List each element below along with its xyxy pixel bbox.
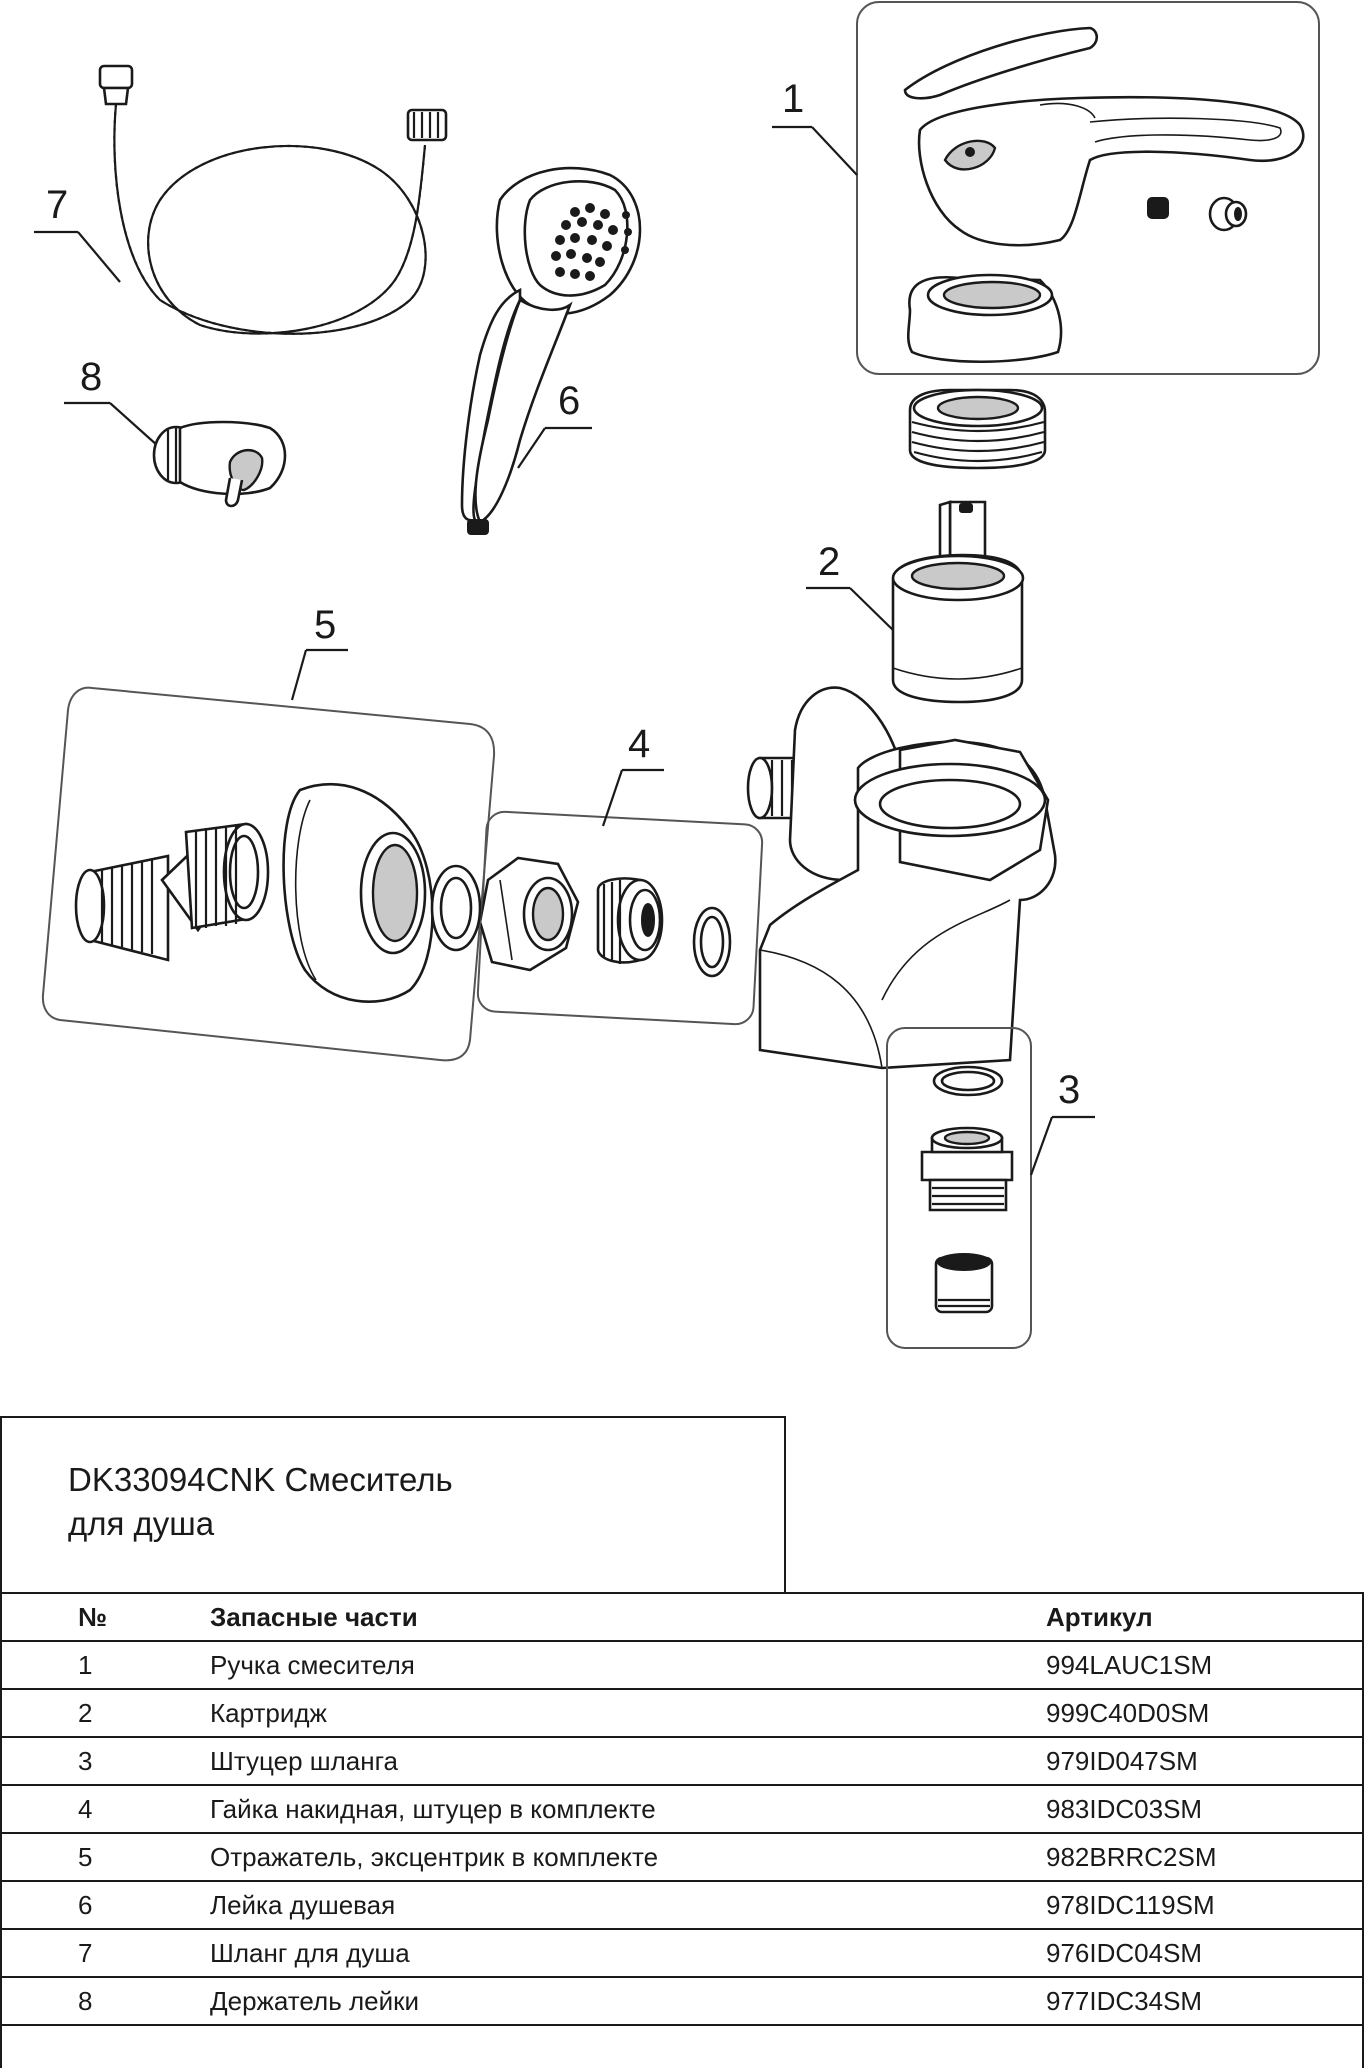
callout-7: 7 <box>46 183 68 227</box>
page-title: DK33094CNK Смеситель для душа <box>68 1461 453 1542</box>
table-row: 8 Держатель лейки 977IDC34SM <box>0 1976 1362 2026</box>
eccentric <box>74 822 270 962</box>
cap-plug <box>1208 196 1248 232</box>
part-7-shower-hose: 7 <box>34 64 448 335</box>
row-number: 4 <box>0 1784 210 1834</box>
row-number: 2 <box>0 1688 210 1738</box>
part-5-deflector-eccentric-group: 5 <box>41 603 496 1062</box>
row-article: 982BRRC2SM <box>1046 1832 1362 1882</box>
row-number: 5 <box>0 1832 210 1882</box>
flow-restrictor <box>934 1253 994 1314</box>
hose-end-conical <box>98 64 134 90</box>
row-part-name: Лейка душевая <box>210 1880 1046 1930</box>
row-part-name: Отражатель, эксцентрик в комплекте <box>210 1832 1046 1882</box>
table-row: 6 Лейка душевая 978IDC119SM <box>0 1880 1362 1930</box>
row-number: 1 <box>0 1640 210 1690</box>
shower-hose-fitting <box>467 519 489 535</box>
row-article: 999C40D0SM <box>1046 1688 1362 1738</box>
title-box: DK33094CNK Смеситель для душа <box>0 1416 786 1592</box>
callout-1: 1 <box>782 77 804 121</box>
group-box-5 <box>41 686 496 1062</box>
mixer-body <box>746 686 1057 1070</box>
row-article: 977IDC34SM <box>1046 1976 1362 2026</box>
part-6-hand-shower: 6 <box>460 166 642 535</box>
header-number: № <box>0 1592 210 1642</box>
spray-holes <box>551 203 632 281</box>
exploded-parts-diagram: 1 2 <box>34 1 1320 1349</box>
part-8-shower-holder: 8 <box>64 355 287 508</box>
callout-2: 2 <box>818 540 840 584</box>
row-part-name: Гайка накидная, штуцер в комплекте <box>210 1784 1046 1834</box>
row-number: 3 <box>0 1736 210 1786</box>
callout-3: 3 <box>1058 1068 1080 1112</box>
part-4-union-nut-group: 4 <box>476 722 764 1026</box>
connector-nipple <box>596 877 664 964</box>
spare-parts-table: № Запасные части Артикул 1 Ручка смесите… <box>0 1592 1362 2026</box>
group-box-3 <box>886 1027 1032 1349</box>
row-article: 979ID047SM <box>1046 1736 1362 1786</box>
table-row: 1 Ручка смесителя 994LAUC1SM <box>0 1640 1362 1690</box>
cover-cap <box>906 273 1063 363</box>
table-row: 5 Отражатель, эксцентрик в комплекте 982… <box>0 1832 1362 1882</box>
row-number: 8 <box>0 1976 210 2026</box>
part-3-hose-connector-group: 3 <box>886 1027 1095 1349</box>
handle-lever <box>903 26 1099 100</box>
callout-5: 5 <box>314 603 336 647</box>
row-part-name: Картридж <box>210 1688 1046 1738</box>
row-part-name: Шланг для душа <box>210 1928 1046 1978</box>
row-part-name: Штуцер шланга <box>210 1736 1046 1786</box>
set-screw <box>1147 197 1169 219</box>
callout-6: 6 <box>558 379 580 423</box>
row-number: 7 <box>0 1928 210 1978</box>
row-number: 6 <box>0 1880 210 1930</box>
row-part-name: Держатель лейки <box>210 1976 1046 2026</box>
row-article: 978IDC119SM <box>1046 1880 1362 1930</box>
hose-end-nut <box>406 108 448 142</box>
row-article: 983IDC03SM <box>1046 1784 1362 1834</box>
callout-8: 8 <box>80 355 102 399</box>
callout-4: 4 <box>628 722 650 766</box>
row-part-name: Ручка смесителя <box>210 1640 1046 1690</box>
hose-nipple <box>920 1126 1014 1212</box>
table-header-row: № Запасные части Артикул <box>0 1592 1362 1642</box>
part-2-cartridge: 2 <box>806 500 1025 704</box>
union-nut <box>478 856 580 972</box>
table-row: 3 Штуцер шланга 979ID047SM <box>0 1736 1362 1786</box>
row-article: 976IDC04SM <box>1046 1928 1362 1978</box>
header-part-name: Запасные части <box>210 1592 1046 1642</box>
table-row: 2 Картридж 999C40D0SM <box>0 1688 1362 1738</box>
group-box-1 <box>856 1 1320 375</box>
table-row: 7 Шланг для душа 976IDC04SM <box>0 1928 1362 1978</box>
row-article: 994LAUC1SM <box>1046 1640 1362 1690</box>
handle-body <box>917 95 1305 247</box>
part-1-handle-group: 1 <box>772 1 1320 375</box>
deflector-flange <box>282 782 434 1003</box>
header-article: Артикул <box>1046 1592 1362 1642</box>
cartridge-nut <box>908 388 1047 470</box>
table-row: 4 Гайка накидная, штуцер в комплекте 983… <box>0 1784 1362 1834</box>
